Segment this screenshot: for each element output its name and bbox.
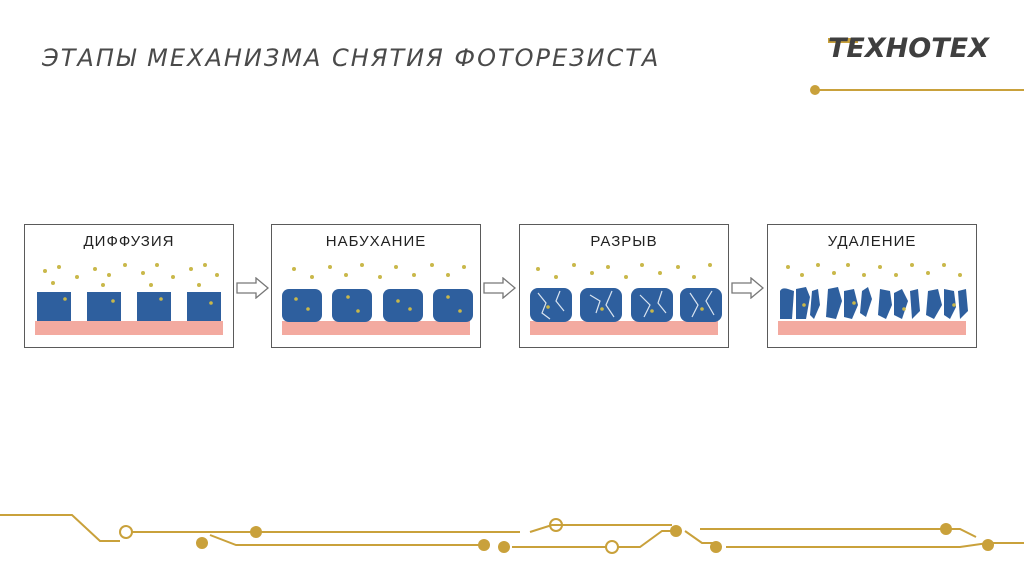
stage-panel-diffusion: ДИФФУЗИЯ	[24, 224, 234, 348]
stage-label: РАЗРЫВ	[590, 233, 658, 250]
arrow-right-icon	[236, 277, 270, 299]
circuit-decoration	[0, 514, 1024, 554]
diffusion-illustration	[35, 263, 223, 335]
stage-label: УДАЛЕНИЕ	[827, 233, 917, 250]
stage-label: НАБУХАНИЕ	[325, 233, 427, 250]
removal-illustration	[778, 263, 968, 335]
rupture-illustration	[530, 263, 722, 335]
page-title: ЭТАПЫ МЕХАНИЗМА СНЯТИЯ ФОТОРЕЗИСТА	[42, 44, 661, 72]
stage-panel-rupture: РАЗРЫВ	[519, 224, 729, 348]
stage-panel-swelling: НАБУХАНИЕ	[271, 224, 481, 348]
arrow-right-icon	[731, 277, 765, 299]
arrow-right-icon	[483, 277, 517, 299]
logo-line-dot	[810, 85, 820, 95]
brand-logo: ТЕХНОТЕХ	[828, 33, 989, 64]
logo-accent-bar	[828, 38, 858, 43]
logo-underline	[818, 89, 1024, 91]
stage-label: ДИФФУЗИЯ	[83, 233, 175, 250]
stage-panel-removal: УДАЛЕНИЕ	[767, 224, 977, 348]
swelling-illustration	[282, 263, 473, 335]
